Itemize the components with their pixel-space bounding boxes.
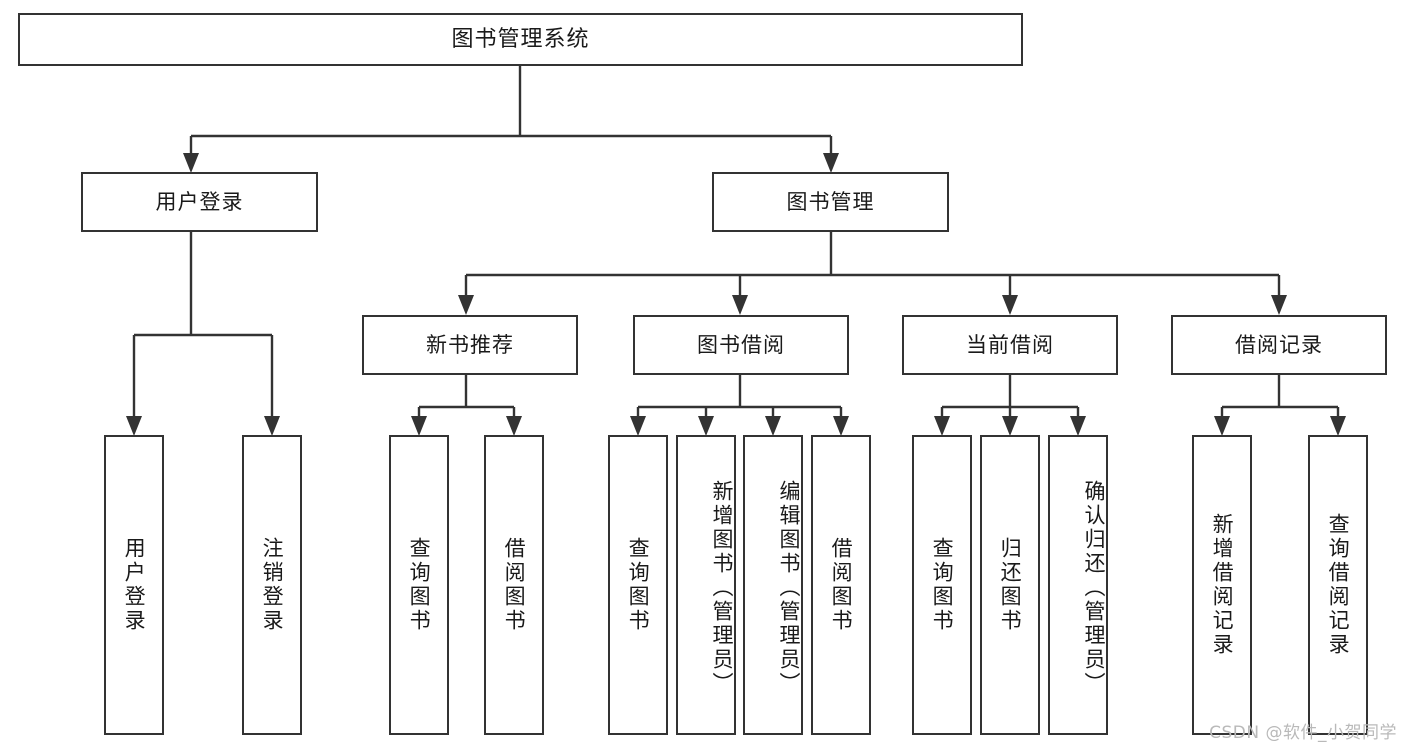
- leaf-add-book-admin[interactable]: 新增图书（管理员）: [676, 435, 736, 735]
- leaf-logout-login[interactable]: 注销登录: [242, 435, 302, 735]
- leaf-add-borrow-record[interactable]: 新增借阅记录: [1192, 435, 1252, 735]
- leaf-confirm-return-admin[interactable]: 确认归还（管理员）: [1048, 435, 1108, 735]
- node-book-management[interactable]: 图书管理: [712, 172, 949, 232]
- edge-new-book-recommend-bus: [411, 375, 522, 436]
- leaf-edit-book-admin[interactable]: 编辑图书（管理员）: [743, 435, 803, 735]
- node-borrow-record[interactable]: 借阅记录: [1171, 315, 1387, 375]
- node-current-borrow[interactable]: 当前借阅: [902, 315, 1118, 375]
- edge-book-management-bus: [458, 232, 1287, 315]
- node-root-system[interactable]: 图书管理系统: [18, 13, 1023, 66]
- node-user-login[interactable]: 用户登录: [81, 172, 318, 232]
- edge-borrow-record-bus: [1214, 375, 1346, 436]
- leaf-query-borrow-record[interactable]: 查询借阅记录: [1308, 435, 1368, 735]
- leaf-borrow-book-borrow[interactable]: 借阅图书: [811, 435, 871, 735]
- leaf-borrow-book-recommend[interactable]: 借阅图书: [484, 435, 544, 735]
- leaf-query-book-recommend[interactable]: 查询图书: [389, 435, 449, 735]
- leaf-user-login[interactable]: 用户登录: [104, 435, 164, 735]
- csdn-watermark: CSDN @软件_小贺同学: [1209, 723, 1397, 743]
- edge-root-to-book-management: [823, 136, 839, 173]
- edge-current-borrow-bus: [934, 375, 1086, 436]
- edge-root-bus: [191, 66, 831, 138]
- edge-root-to-user-login: [183, 136, 199, 173]
- edge-user-login-bus: [126, 232, 280, 436]
- node-new-book-recommend[interactable]: 新书推荐: [362, 315, 578, 375]
- edge-book-borrow-bus: [630, 375, 849, 436]
- leaf-return-book[interactable]: 归还图书: [980, 435, 1040, 735]
- leaf-query-book-borrow[interactable]: 查询图书: [608, 435, 668, 735]
- leaf-query-book-current[interactable]: 查询图书: [912, 435, 972, 735]
- node-book-borrow[interactable]: 图书借阅: [633, 315, 849, 375]
